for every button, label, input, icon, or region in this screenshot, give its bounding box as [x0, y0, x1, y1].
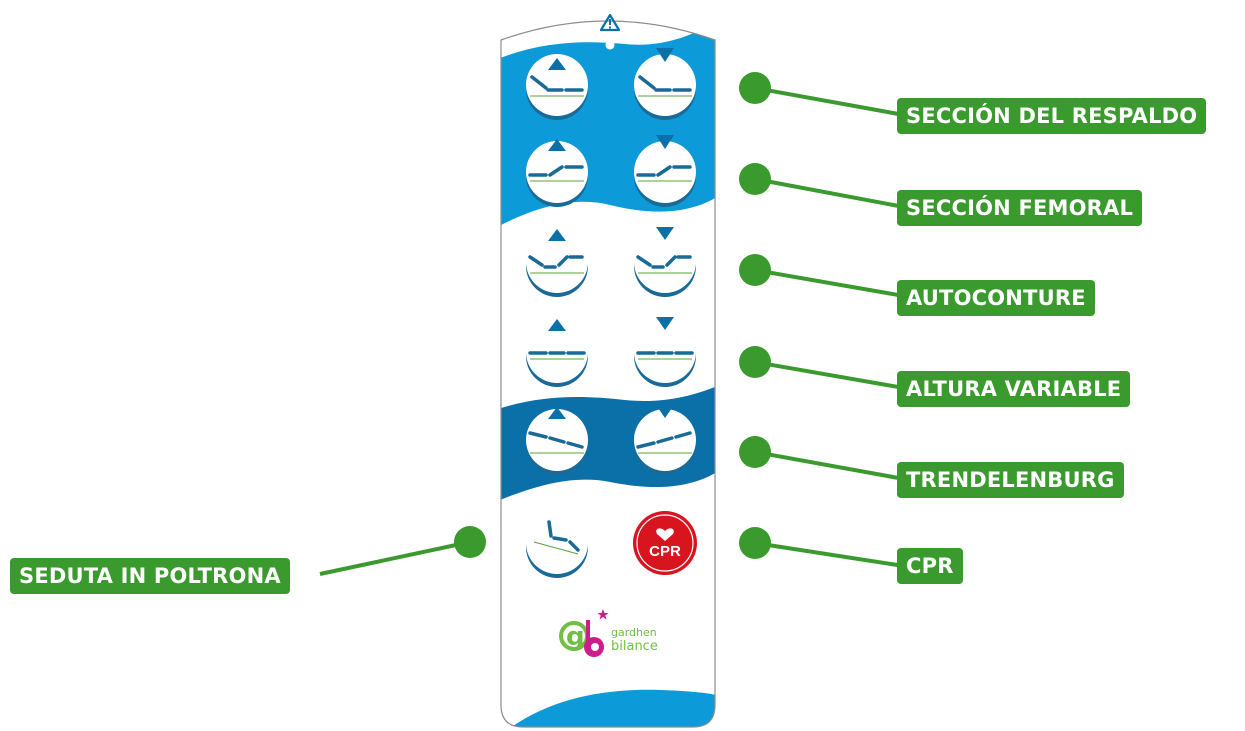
callout-trendelenburg: TRENDELENBURG: [897, 462, 1124, 498]
leader-lines: [319, 86, 905, 576]
arrow-down-icon: [656, 317, 674, 330]
bed-chair-icon: [547, 520, 580, 552]
warning-icon: [599, 13, 621, 32]
logo-letter-g: g: [566, 622, 585, 652]
arrow-up-icon: [548, 229, 566, 241]
bed-backrest-icon: [530, 75, 584, 92]
femoral-down-button[interactable]: [634, 135, 696, 207]
height-up-button[interactable]: [526, 319, 588, 387]
cpr-button-label: CPR: [649, 543, 681, 560]
callout-seduta-in-poltrona: SEDUTA IN POLTRONA: [10, 558, 290, 594]
bed-reverse-trendelenburg-icon: [636, 431, 692, 449]
status-led: [605, 40, 615, 50]
chair-position-button[interactable]: [526, 512, 588, 578]
heart-icon: [656, 528, 674, 541]
arrow-up-icon: [548, 319, 566, 331]
dot-trendelenburg: [739, 436, 771, 468]
height-down-button[interactable]: [634, 317, 696, 387]
arrow-down-icon: [656, 405, 674, 418]
arrow-up-icon: [548, 139, 566, 151]
callout-seccion-femoral: SECCIÓN FEMORAL: [897, 190, 1143, 226]
brand-line-1: gardhen: [611, 626, 657, 639]
callout-cpr: CPR: [897, 548, 963, 584]
backrest-up-button[interactable]: [526, 54, 588, 120]
bed-femoral-icon: [528, 165, 584, 177]
star-icon: [597, 609, 609, 620]
dot-autoconture: [739, 254, 771, 286]
dot-seduta: [454, 526, 486, 558]
bed-femoral-icon: [636, 165, 692, 177]
brand-line-2: bilance: [611, 639, 658, 654]
callout-autoconture: AUTOCONTURE: [897, 280, 1095, 316]
bed-autoconture-icon: [636, 255, 692, 269]
dot-femoral: [739, 163, 771, 195]
backrest-down-button[interactable]: [634, 48, 696, 120]
brand-logo: g gardhen bilance: [559, 609, 658, 657]
callout-seccion-del-respaldo: SECCIÓN DEL RESPALDO: [897, 98, 1207, 134]
leader-dots: [454, 72, 771, 559]
bed-autoconture-icon: [528, 255, 584, 269]
trendelenburg-down-button[interactable]: [634, 405, 696, 475]
dot-altura: [739, 346, 771, 378]
bed-trendelenburg-icon: [528, 431, 584, 449]
autoconture-down-button[interactable]: [634, 227, 696, 297]
trendelenburg-up-button[interactable]: [526, 407, 588, 475]
dot-cpr: [739, 527, 771, 559]
arrow-up-icon: [548, 407, 566, 419]
arrow-up-icon: [548, 58, 566, 70]
arrow-down-icon: [656, 48, 674, 62]
autoconture-up-button[interactable]: [526, 229, 588, 297]
arrow-down-icon: [656, 135, 674, 149]
bed-backrest-icon: [638, 75, 692, 92]
dot-respaldo: [739, 72, 771, 104]
bottom-blue-wave: [501, 689, 715, 727]
cpr-button[interactable]: CPR: [633, 511, 697, 575]
callout-altura-variable: ALTURA VARIABLE: [897, 371, 1131, 407]
femoral-up-button[interactable]: [526, 139, 588, 207]
arrow-down-icon: [656, 227, 674, 240]
